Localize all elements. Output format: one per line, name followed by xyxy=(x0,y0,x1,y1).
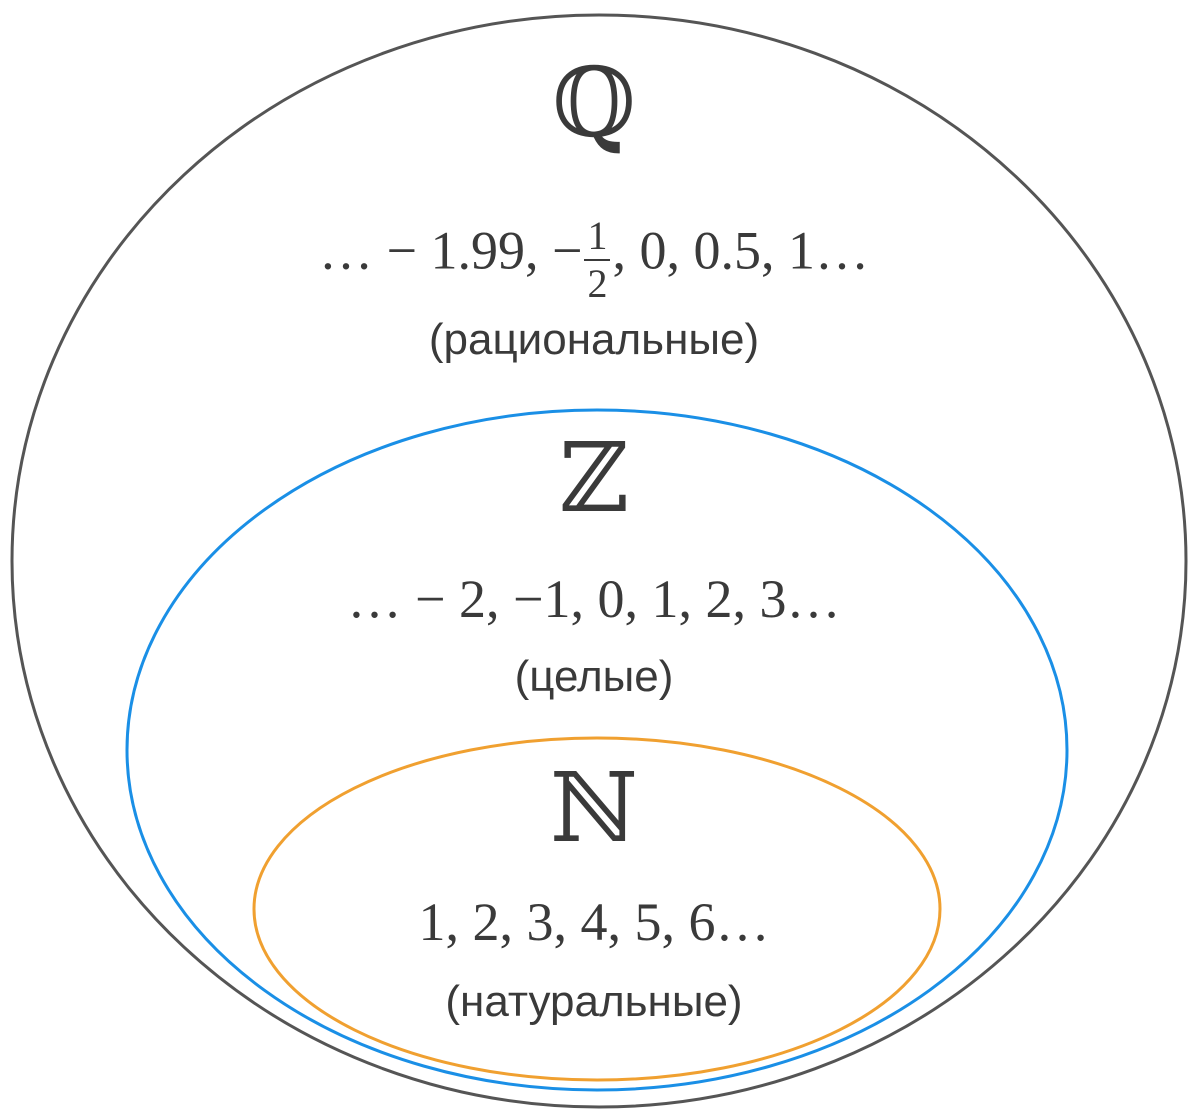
fraction-denominator: 2 xyxy=(587,261,608,306)
naturals-symbol: ℕ xyxy=(550,752,638,864)
integers-symbol: ℤ xyxy=(558,422,630,534)
rationals-examples-end: , 0, 0.5, 1… xyxy=(612,220,869,281)
naturals-ellipse xyxy=(252,736,942,1082)
integers-examples: … − 2, −1, 0, 1, 2, 3… xyxy=(347,569,841,629)
rationals-symbol: ℚ xyxy=(552,47,636,159)
integers-label: (целые) xyxy=(514,652,674,701)
rationals-ellipse xyxy=(10,13,1188,1109)
naturals-examples: 1, 2, 3, 4, 5, 6… xyxy=(418,892,770,952)
naturals-label: (натуральные) xyxy=(445,977,743,1026)
rationals-examples-start: … − 1.99, − xyxy=(319,220,583,281)
fraction-numerator: 1 xyxy=(587,213,608,258)
rationals-label: (рациональные) xyxy=(428,315,760,364)
integers-ellipse xyxy=(125,408,1069,1092)
